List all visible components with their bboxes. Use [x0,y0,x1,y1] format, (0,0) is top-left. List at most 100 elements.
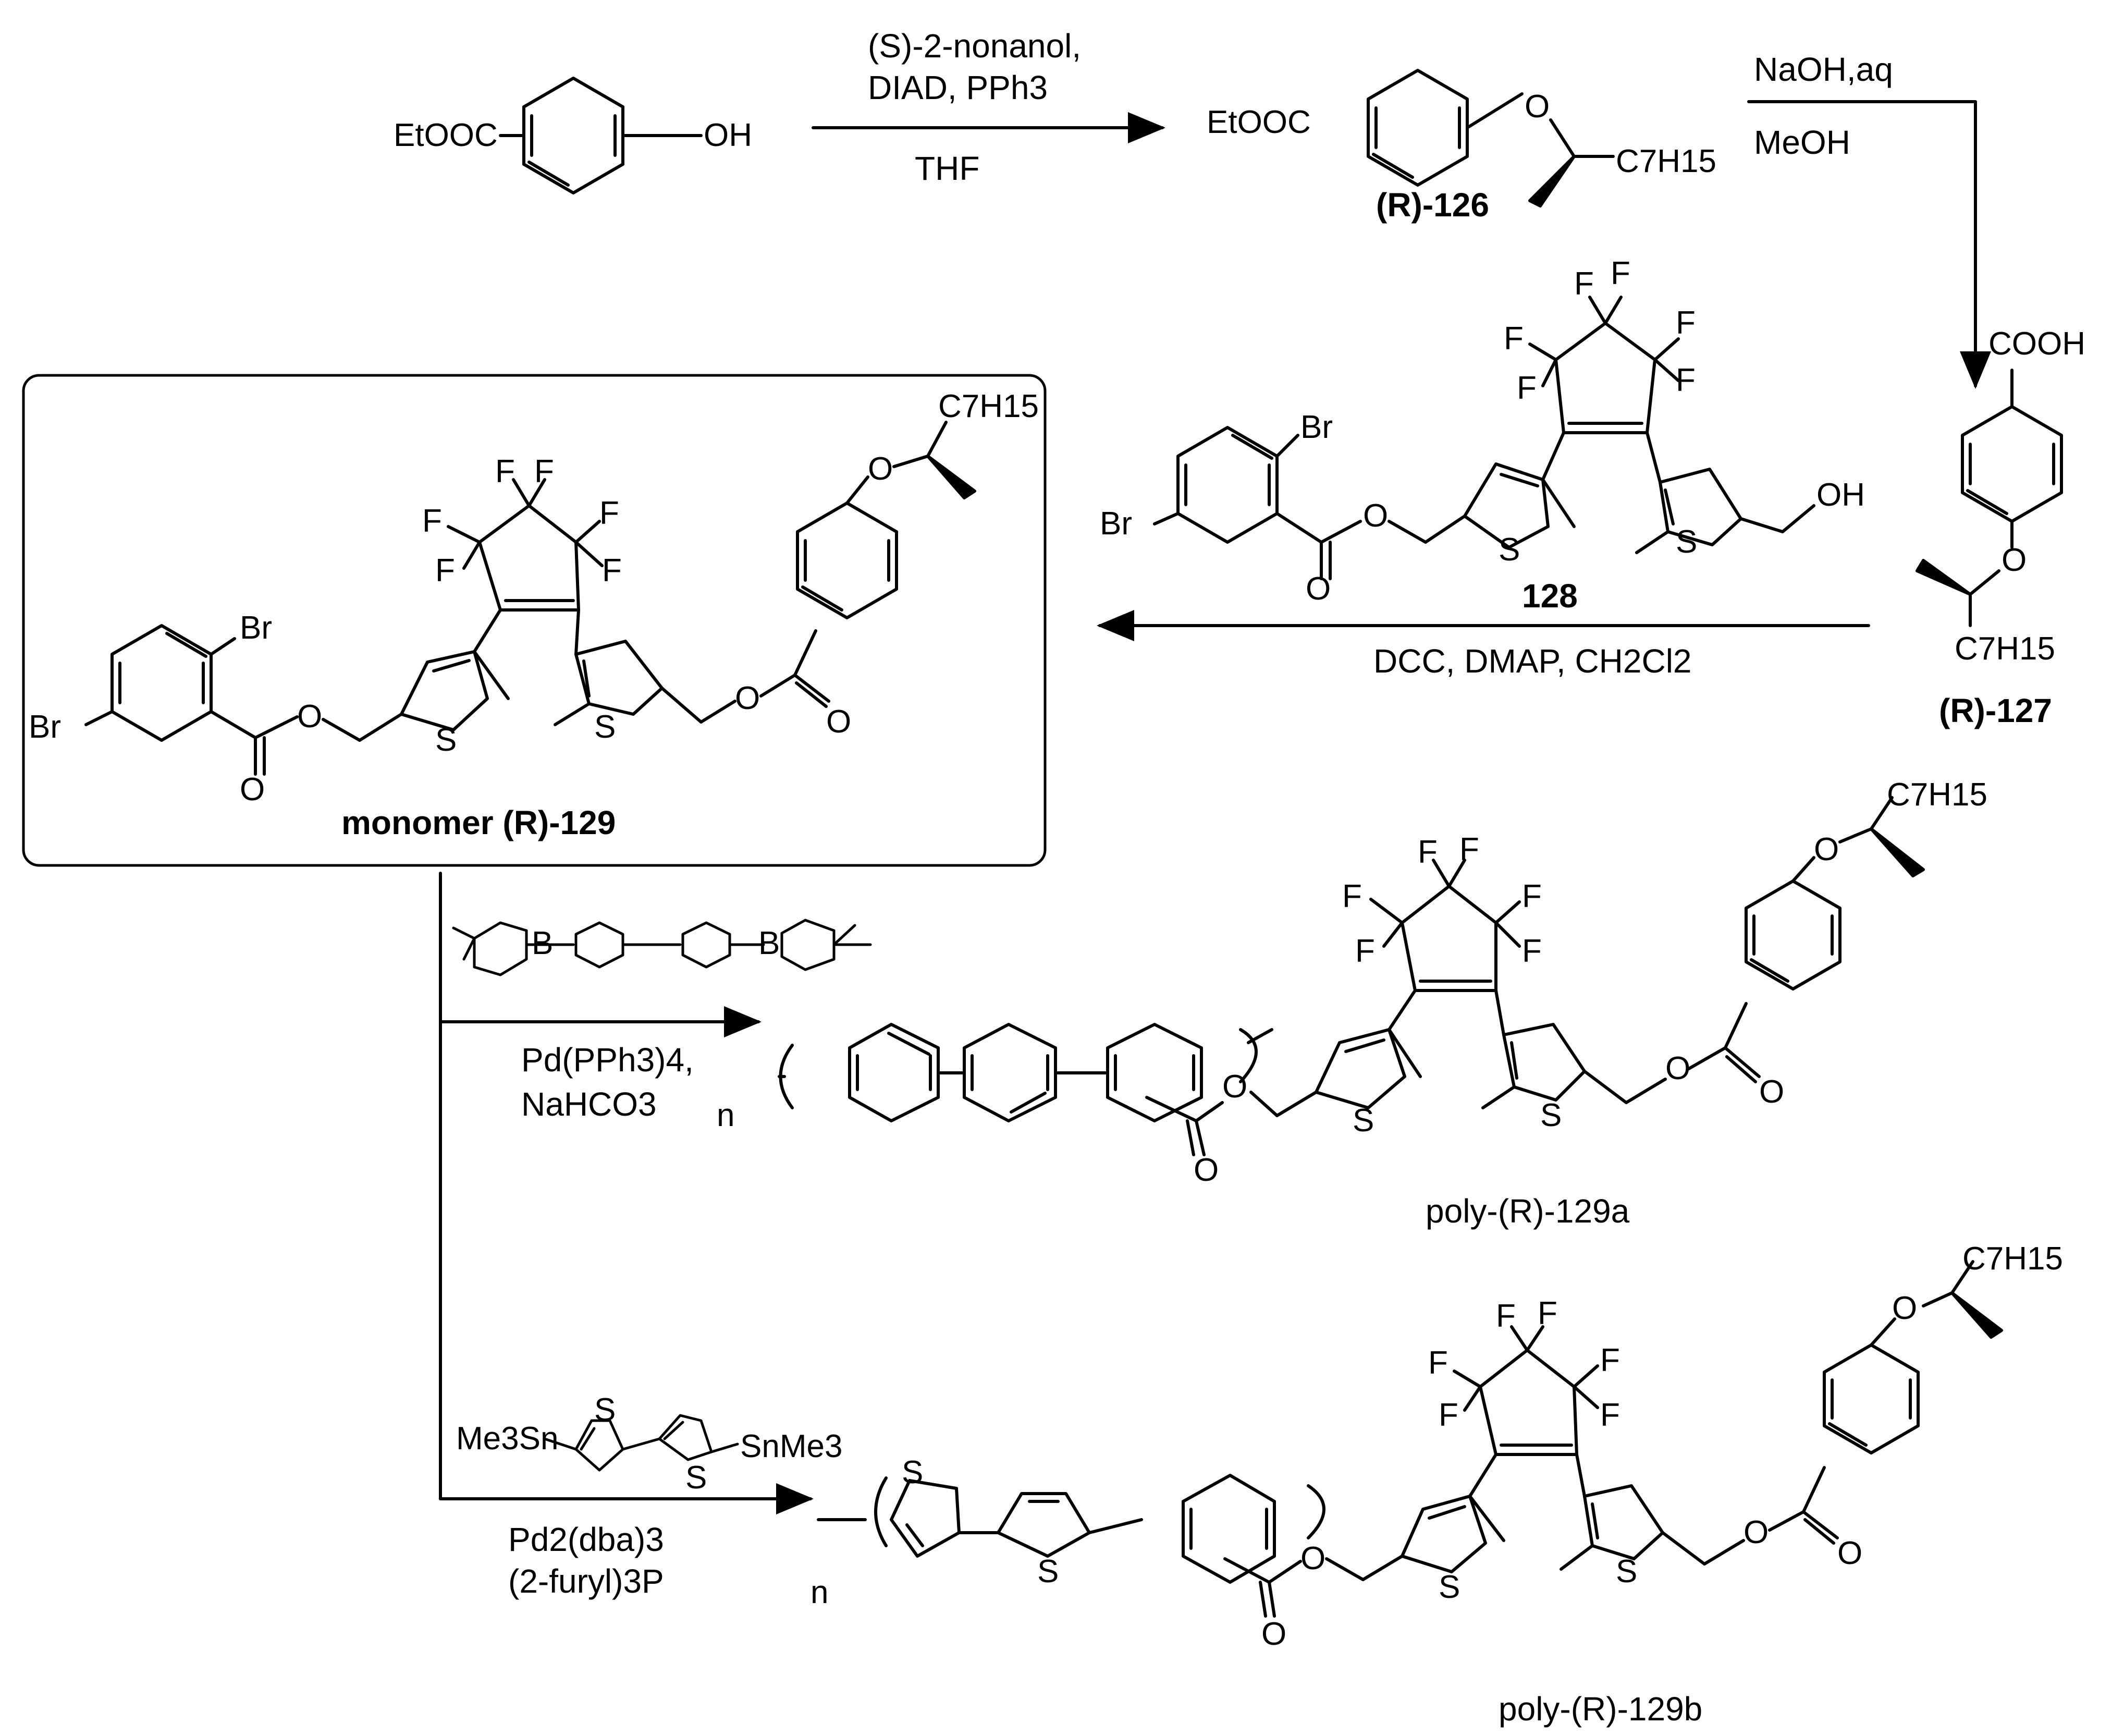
biphenyl-bisboronate [452,919,872,976]
ether-o-126: O [1525,89,1550,125]
c7h15-127: C7H15 [1955,631,2055,667]
f-128-1: F [1504,321,1524,357]
label-127: (R)-127 [1939,692,2052,729]
compound-128 [1153,296,1815,580]
f-129b-2: F [1439,1397,1458,1433]
label-129: monomer (R)-129 [341,804,616,841]
f-129a-2: F [1355,933,1375,969]
mitsunobu-reagent2: DIAD, PPh3 [868,69,1048,106]
c7h15-126: C7H15 [1616,143,1716,179]
f-129b-4: F [1538,1295,1557,1331]
hydrolysis-solvent: MeOH [1754,124,1850,161]
f-129-2: F [435,553,455,589]
boron-2: B [758,925,780,961]
ester-126-label: EtOOC [1207,104,1311,140]
f-129a-5: F [1522,878,1542,914]
f-129-6: F [602,553,622,589]
thiophene-s2-129b: S [1037,1554,1059,1590]
polymer-129b [817,1260,2003,1618]
carbonyl-o2-129: O [826,704,851,740]
ester-o2-129b: O [1744,1514,1769,1550]
ethyl-4-hydroxybenzoate [499,77,703,194]
c7h15-129b: C7H15 [1962,1241,2063,1277]
f-128-2: F [1517,370,1537,406]
thiophene-s1-129: S [435,722,457,758]
label-128: 128 [1522,577,1578,615]
c7h15-129: C7H15 [938,388,1039,424]
thiophene-s1-129b: S [902,1454,923,1490]
ether-o-129: O [868,451,893,487]
hydrolysis-reagent: NaOH,aq [1754,51,1893,88]
f-128-4: F [1611,255,1630,291]
thiophene-s3-129b: S [1439,1569,1460,1605]
bithiophene-s1: S [594,1392,616,1428]
esterification-reagents: DCC, DMAP, CH2Cl2 [1373,642,1692,680]
ester-o2-129: O [735,680,760,716]
suzuki-catalyst: Pd(PPh3)4, [521,1041,694,1079]
carbonyl-o2-129b: O [1837,1535,1862,1571]
f-128-6: F [1676,362,1696,398]
bithiophene-s2: S [685,1460,707,1496]
bithiophene-distannane [543,1414,739,1472]
carbonyl-o2-129a: O [1759,1074,1784,1110]
carbonyl-o-129a: O [1194,1152,1219,1188]
f-129-1: F [422,503,442,539]
start-ester-label: EtOOC [394,117,498,153]
ester-o-129a: O [1222,1069,1247,1105]
ether-o-129a: O [1814,832,1839,867]
carbonyl-o-129b: O [1261,1616,1286,1652]
monomer-129 [84,421,976,776]
f-129b-5: F [1600,1342,1620,1378]
mitsunobu-reagent1: (S)-2-nonanol, [868,27,1081,65]
ester-o-128: O [1363,498,1388,534]
carbonyl-o-129: O [240,772,265,808]
monomer-box [22,374,1047,867]
stannane-left: Me3Sn [456,1421,558,1457]
f-129a-1: F [1342,878,1362,914]
compound-126 [1367,69,1615,207]
oh-128: OH [1816,477,1865,513]
stille-ligand: (2-furyl)3P [508,1562,664,1600]
ester-o2-129a: O [1665,1050,1690,1086]
thiophene-s2-129: S [594,709,616,745]
thiophene-s1-129a: S [1353,1103,1374,1139]
f-129b-3: F [1496,1298,1516,1334]
thiophene-s2-128: S [1676,524,1697,560]
cooh-127: COOH [1988,326,2085,362]
mitsunobu-solvent: THF [915,150,979,187]
f-129-5: F [599,495,619,531]
br-129-top: Br [240,610,272,646]
f-129a-4: F [1459,832,1479,867]
label-129b: poly-(R)-129b [1499,1690,1702,1728]
f-129b-1: F [1428,1345,1448,1381]
f-129-3: F [495,454,515,490]
br-128-left: Br [1100,506,1132,542]
f-129b-6: F [1600,1397,1620,1433]
boron-1: B [532,925,553,961]
f-128-5: F [1676,305,1696,341]
arrow-hydrolysis [1747,100,1991,389]
br-129-left: Br [29,709,61,745]
suzuki-base: NaHCO3 [521,1085,657,1123]
stille-catalyst: Pd2(dba)3 [508,1521,664,1558]
c7h15-129a: C7H15 [1887,777,1987,813]
f-129a-6: F [1522,933,1542,969]
ester-o-129: O [297,699,322,735]
br-128-top: Br [1300,409,1333,445]
repeat-n-129a: n [717,1097,734,1133]
f-128-3: F [1574,266,1594,302]
thiophene-s1-128: S [1499,532,1520,568]
carbonyl-o-128: O [1306,571,1331,607]
stannane-right: SnMe3 [740,1428,842,1464]
ether-o-129b: O [1892,1290,1917,1326]
ether-o-127: O [2002,542,2027,578]
f-129-4: F [534,454,554,490]
compound-127 [1916,369,2063,627]
label-126: (R)-126 [1376,186,1489,224]
repeat-n-129b: n [811,1574,828,1610]
thiophene-s2-129a: S [1540,1097,1562,1133]
start-oh-label: OH [704,117,752,153]
f-129a-3: F [1418,834,1438,870]
thiophene-s4-129b: S [1616,1554,1637,1590]
